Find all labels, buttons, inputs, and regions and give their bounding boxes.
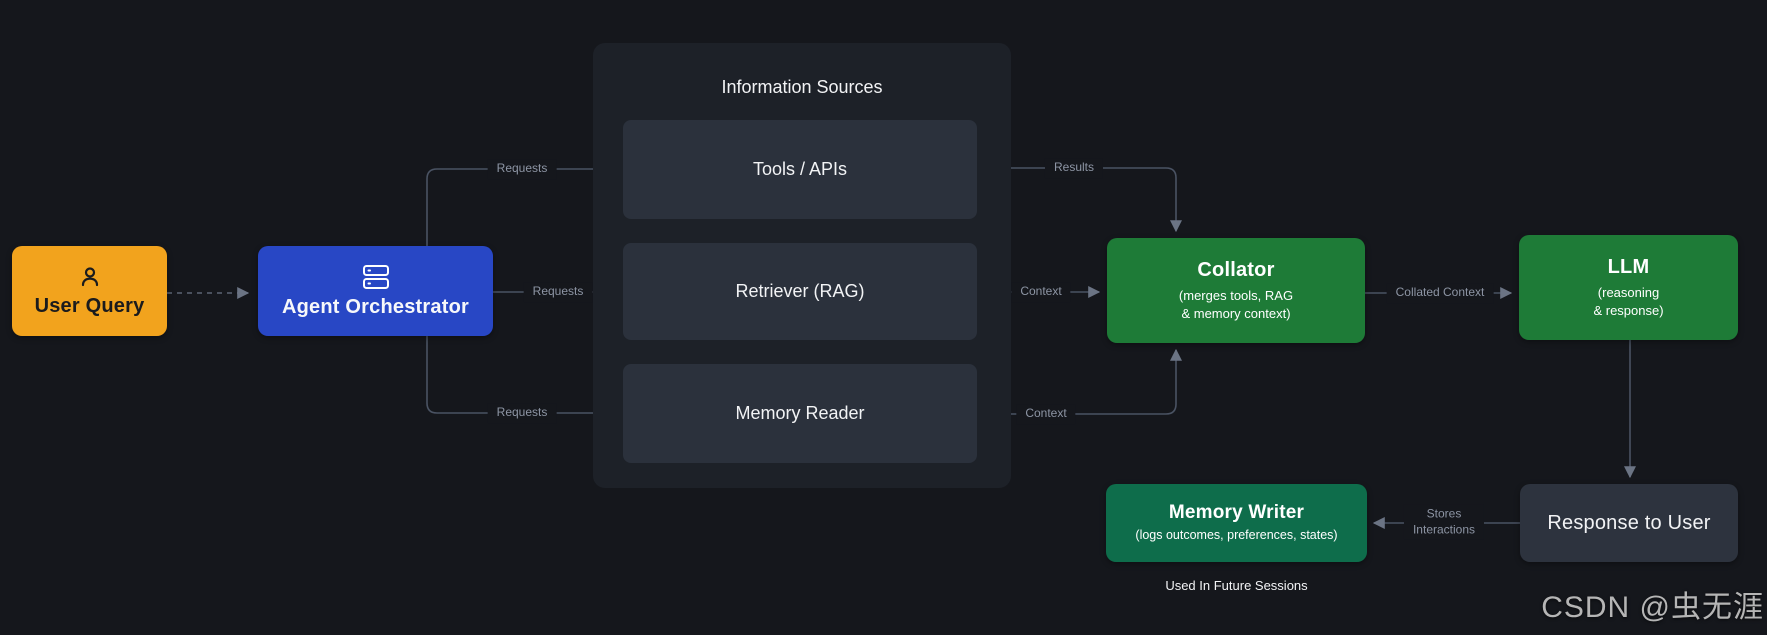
node-tools-apis: Tools / APIs bbox=[623, 120, 977, 219]
edge-label-requests-tools: Requests bbox=[487, 159, 557, 179]
edge-label-requests-retriever: Requests bbox=[523, 282, 593, 302]
server-stack-icon bbox=[362, 264, 389, 289]
user-query-label: User Query bbox=[34, 294, 145, 317]
csdn-watermark: CSDN @虫无涯 bbox=[1541, 591, 1764, 624]
llm-title: LLM bbox=[1607, 255, 1650, 278]
collator-title: Collator bbox=[1197, 258, 1275, 281]
edge-label-context-memory: Context bbox=[1016, 404, 1076, 424]
node-response-to-user: Response to User bbox=[1520, 484, 1738, 562]
retriever-rag-label: Retriever (RAG) bbox=[735, 281, 865, 301]
agent-orchestrator-label: Agent Orchestrator bbox=[282, 295, 469, 318]
information-sources-title: Information Sources bbox=[721, 77, 883, 97]
node-user-query: User Query bbox=[12, 246, 167, 336]
node-llm: LLM (reasoning & response) bbox=[1519, 235, 1738, 340]
tools-apis-label: Tools / APIs bbox=[752, 159, 848, 179]
edge-requests-memory bbox=[426, 336, 616, 419]
memory-reader-label: Memory Reader bbox=[735, 403, 865, 423]
user-icon bbox=[81, 266, 98, 286]
used-in-future-sessions-note: Used In Future Sessions bbox=[1165, 578, 1308, 593]
edge-requests-tools bbox=[426, 163, 616, 246]
edge-label-stores-interactions: Stores Interactions bbox=[1403, 504, 1485, 540]
edge-label-results: Results bbox=[1044, 158, 1104, 178]
edge-label-context-rag: Context bbox=[1011, 282, 1071, 302]
llm-subtitle: (reasoning & response) bbox=[1593, 284, 1664, 318]
response-to-user-label: Response to User bbox=[1547, 511, 1711, 534]
collator-subtitle: (merges tools, RAG & memory context) bbox=[1178, 287, 1294, 321]
edge-label-collated-context: Collated Context bbox=[1386, 283, 1494, 303]
edge-label-requests-memory: Requests bbox=[487, 403, 557, 423]
node-retriever-rag: Retriever (RAG) bbox=[623, 243, 977, 340]
information-sources-panel: Information Sources Tools / APIs Retriev… bbox=[593, 43, 1011, 488]
node-memory-writer: Memory Writer (logs outcomes, preference… bbox=[1106, 484, 1367, 562]
node-collator: Collator (merges tools, RAG & memory con… bbox=[1107, 238, 1365, 343]
node-memory-reader: Memory Reader bbox=[623, 364, 977, 463]
memory-writer-title: Memory Writer bbox=[1168, 502, 1305, 524]
memory-writer-subtitle: (logs outcomes, preferences, states) bbox=[1135, 528, 1338, 543]
node-agent-orchestrator: Agent Orchestrator bbox=[258, 246, 493, 336]
